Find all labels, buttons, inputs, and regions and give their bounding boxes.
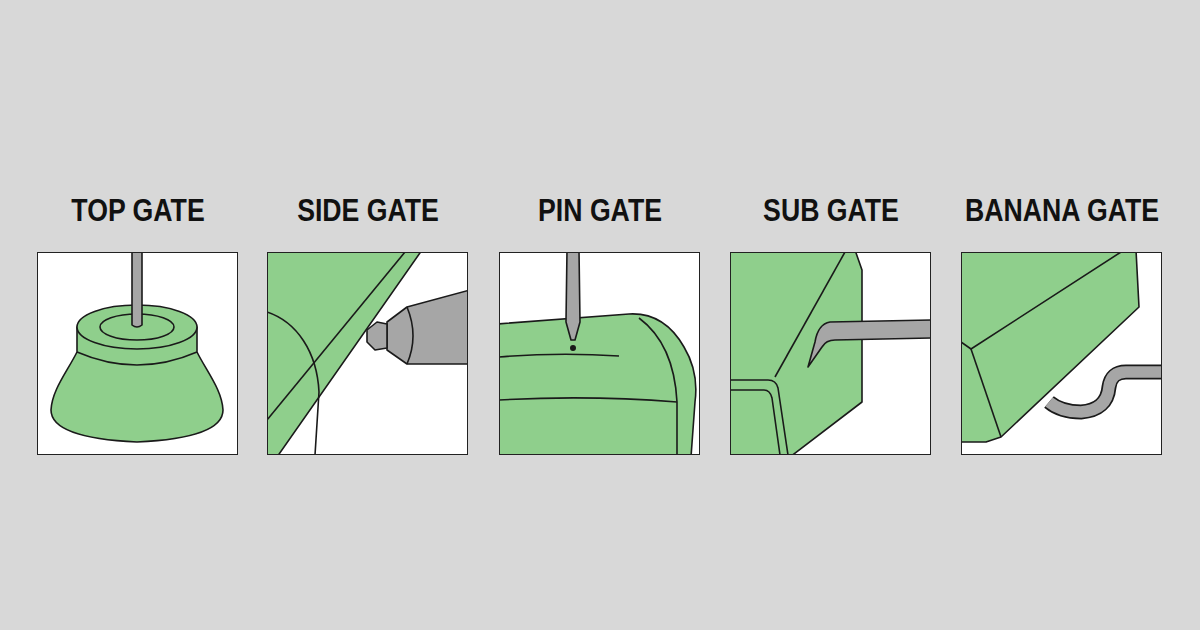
- gate-panel: BANANA GATE: [961, 252, 1162, 455]
- gate-title: SUB GATE: [763, 193, 899, 229]
- gate-panel: SUB GATE: [730, 252, 931, 455]
- gate-title: PIN GATE: [538, 193, 662, 229]
- gate-title: BANANA GATE: [964, 193, 1158, 229]
- top-gate-figure: [37, 252, 238, 455]
- gate-panel: PIN GATE: [499, 252, 700, 455]
- pin-gate-figure: [499, 252, 700, 455]
- gate-title: TOP GATE: [71, 193, 204, 229]
- sub-gate-figure: [730, 252, 931, 455]
- banana-gate-figure: [961, 252, 1162, 455]
- gate-title: SIDE GATE: [297, 193, 439, 229]
- gate-panel: TOP GATE: [37, 252, 238, 455]
- gate-panel: SIDE GATE: [267, 252, 468, 455]
- side-gate-figure: [267, 252, 468, 455]
